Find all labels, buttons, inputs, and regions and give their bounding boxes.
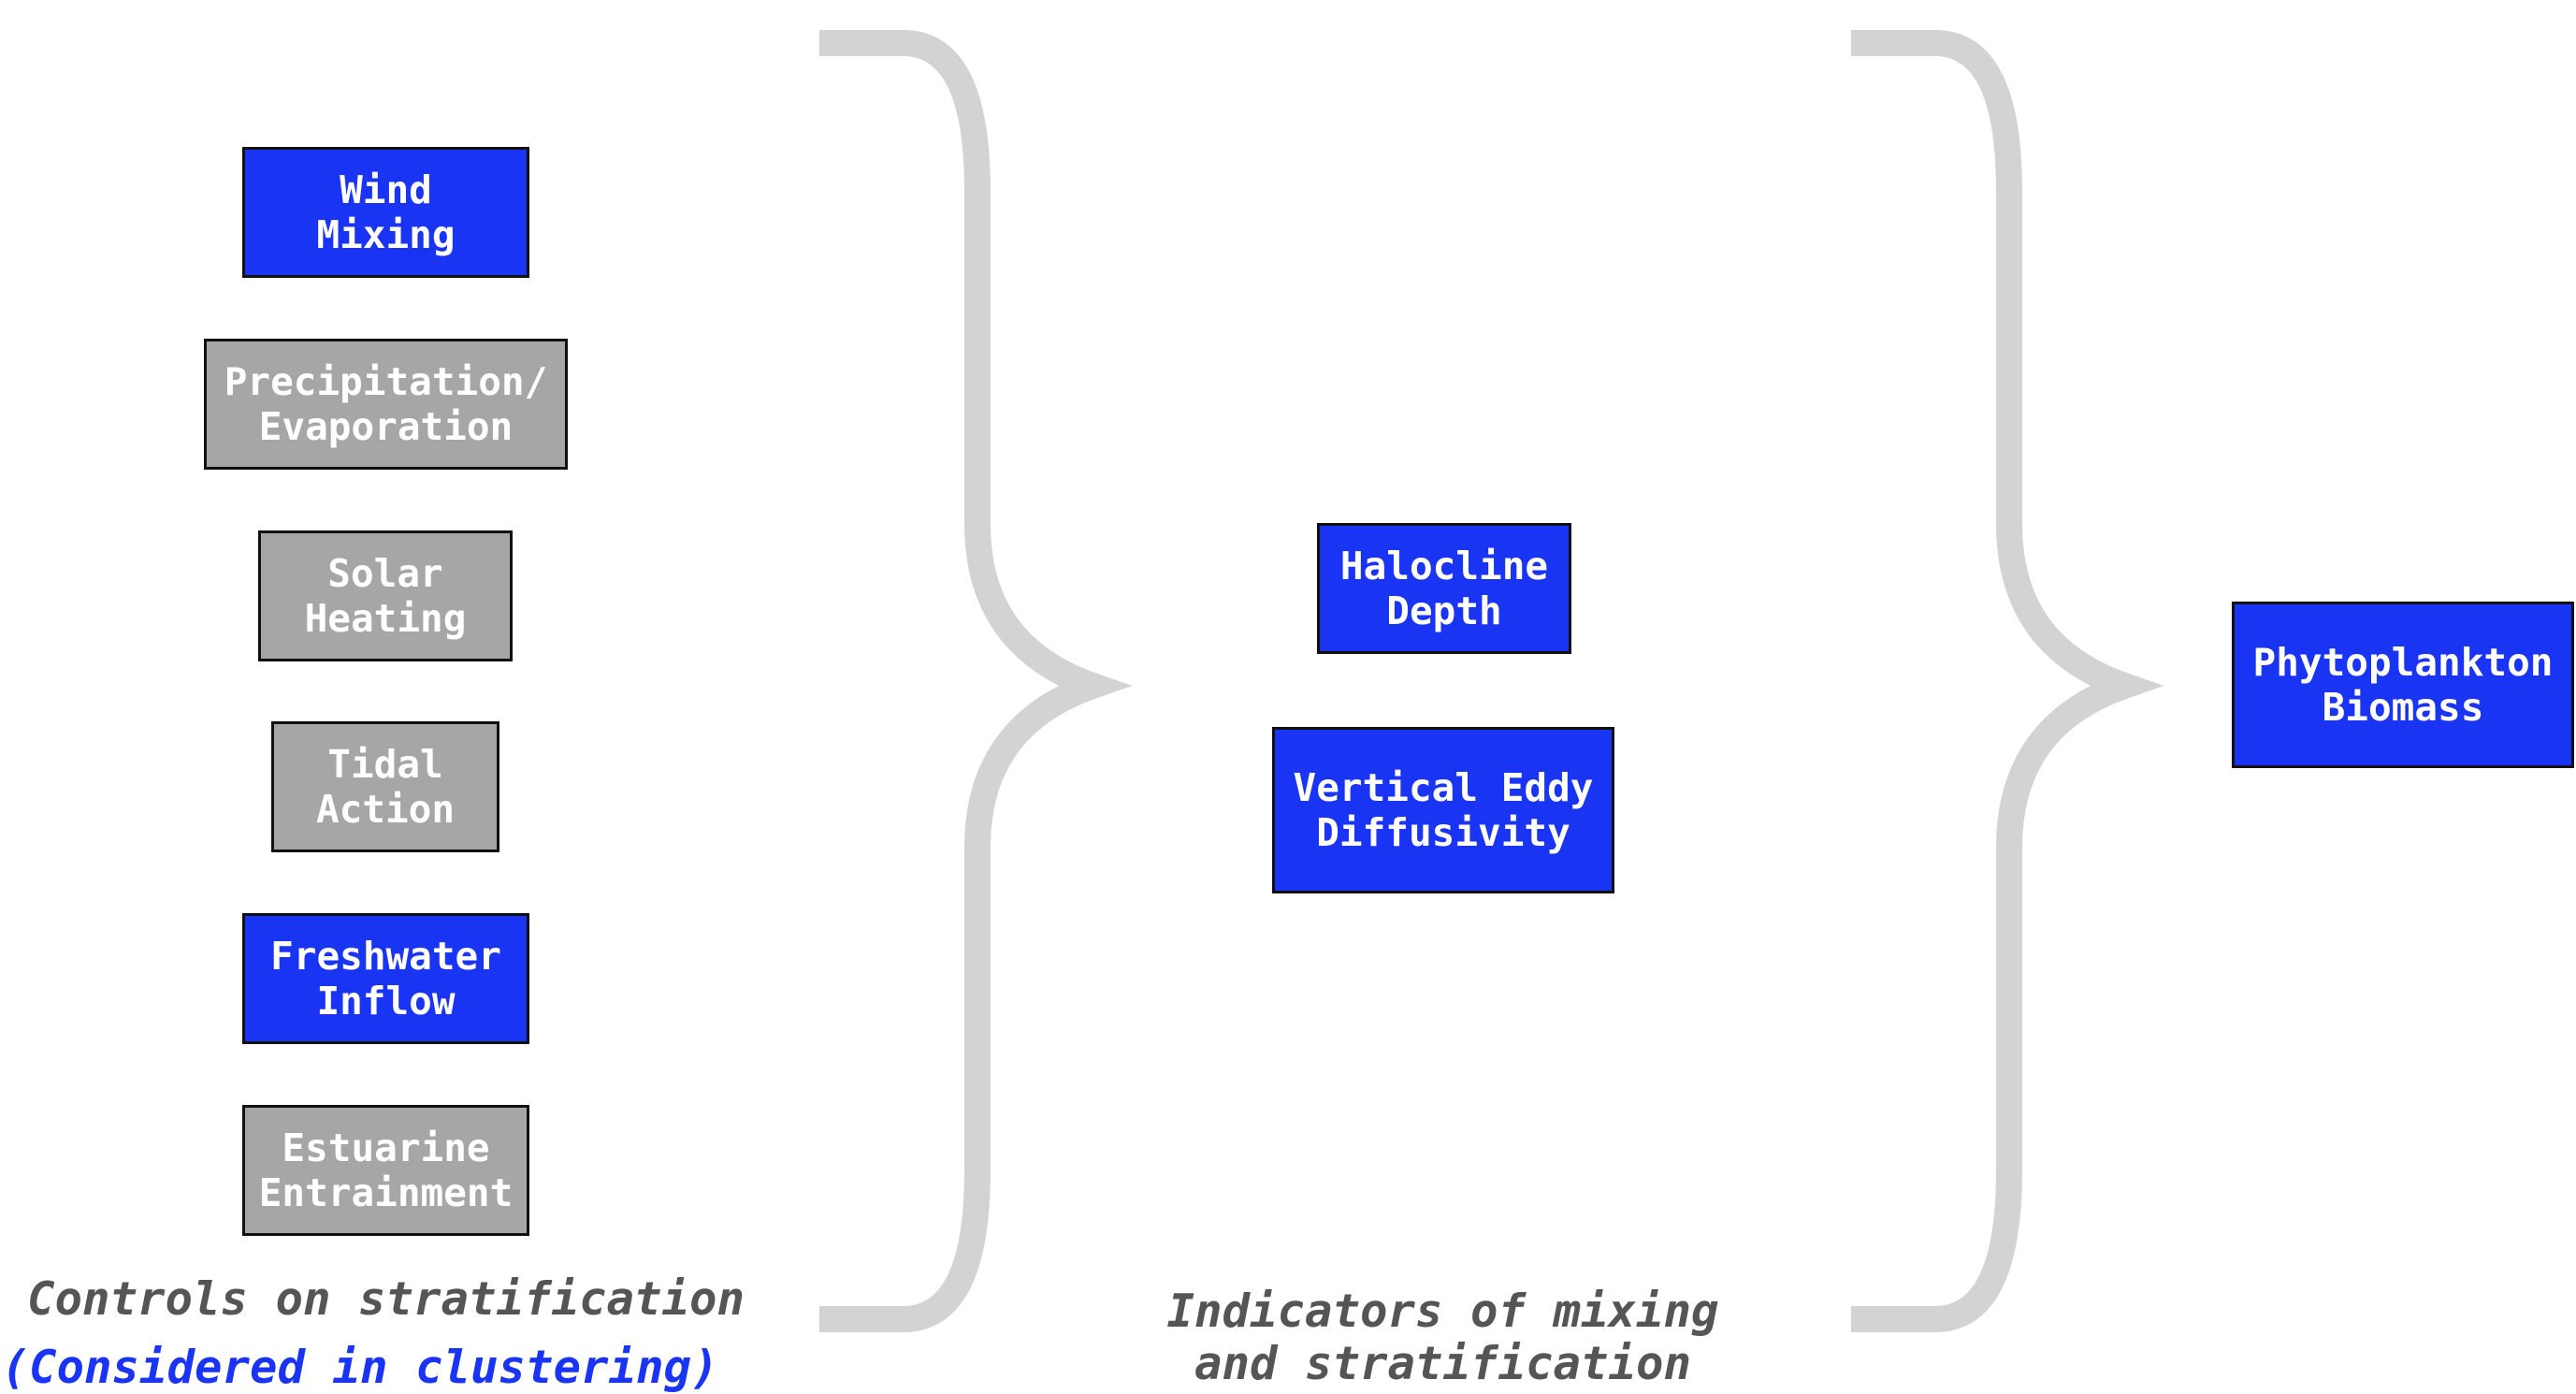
outcome-box-phytoplankton-biomass: Phytoplankton Biomass — [2232, 602, 2574, 768]
controls-caption: Controls on stratification — [26, 1272, 745, 1326]
controls-clustering-note: (Considered in clustering) — [1, 1341, 719, 1394]
brace-indicators-to-outcome — [1851, 30, 2164, 1332]
control-box-tidal-action: Tidal Action — [271, 721, 499, 852]
indicator-box-halocline-depth: Halocline Depth — [1317, 523, 1571, 654]
control-box-wind-mixing: Wind Mixing — [242, 147, 529, 278]
control-box-freshwater-inflow: Freshwater Inflow — [242, 913, 529, 1044]
control-box-solar-heating: Solar Heating — [258, 530, 513, 661]
brace-controls-to-indicators — [819, 30, 1133, 1332]
control-box-estuarine-entrainment: Estuarine Entrainment — [242, 1105, 529, 1236]
indicators-caption: Indicators of mixing and stratification — [1166, 1285, 1719, 1390]
control-box-precipitation-evaporation: Precipitation/ Evaporation — [204, 339, 568, 470]
indicator-box-vertical-eddy-diffusivity: Vertical Eddy Diffusivity — [1272, 727, 1614, 893]
